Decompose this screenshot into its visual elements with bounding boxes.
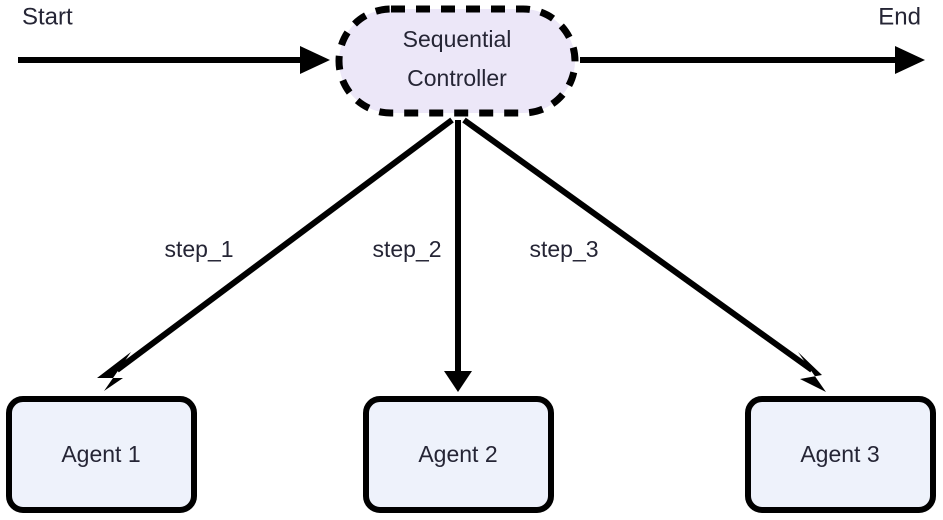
- edge-controller-to-end: [580, 46, 925, 74]
- controller-shape[interactable]: [335, 5, 579, 117]
- node-agent-2[interactable]: Agent 2: [363, 396, 554, 513]
- step-2-arrowhead-icon: [444, 371, 472, 392]
- edge-label-step-1: step_1: [164, 236, 233, 262]
- edge-step-3: [462, 117, 826, 392]
- controller-label-line2: Controller: [407, 65, 507, 91]
- agent-2-label: Agent 2: [418, 441, 497, 467]
- agent-1-label: Agent 1: [61, 441, 140, 467]
- agent-3-label: Agent 3: [800, 441, 879, 467]
- agent-3-shape[interactable]: [745, 396, 936, 513]
- step-1-edge-line: [115, 117, 454, 373]
- start-arrowhead-icon: [300, 46, 330, 74]
- step-1-arrowhead-icon: [97, 352, 131, 391]
- agent-1-shape[interactable]: [6, 396, 197, 513]
- step-3-arrowhead-icon: [798, 352, 826, 392]
- end-arrowhead-icon: [895, 46, 925, 74]
- end-label: End: [878, 3, 921, 30]
- node-sequential-controller[interactable]: Sequential Controller: [335, 5, 579, 117]
- edge-start-to-controller: [18, 46, 330, 74]
- edge-label-step-3: step_3: [529, 236, 598, 262]
- agent-2-shape[interactable]: [363, 396, 554, 513]
- edge-step-1: [97, 117, 454, 391]
- start-label: Start: [22, 3, 73, 30]
- step-3-edge-line: [462, 117, 814, 373]
- node-agent-3[interactable]: Agent 3: [745, 396, 936, 513]
- edge-step-2: [444, 120, 472, 392]
- controller-label-line1: Sequential: [403, 26, 512, 52]
- edge-label-step-2: step_2: [372, 236, 441, 262]
- node-agent-1[interactable]: Agent 1: [6, 396, 197, 513]
